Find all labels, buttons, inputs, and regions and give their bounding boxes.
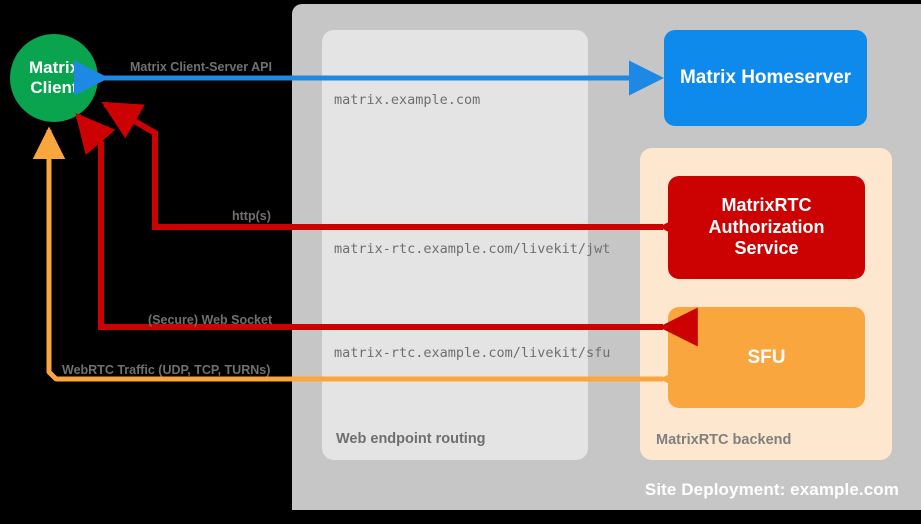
matrixrtc-backend-label: MatrixRTC backend (656, 432, 792, 448)
node-matrixrtc-authorization-service: MatrixRTC Authorization Service (668, 176, 865, 279)
client-line-2: Client (30, 78, 78, 97)
node-matrix-client: Matrix Client (10, 34, 98, 122)
site-deployment-label: Site Deployment: example.com (644, 480, 899, 499)
connector-label-http-s: http(s) (232, 209, 271, 223)
auth-line-1: MatrixRTC (721, 194, 812, 215)
node-matrix-client-label: Matrix Client (29, 58, 79, 99)
node-sfu: SFU (668, 307, 865, 408)
client-line-1: Matrix (28, 57, 80, 77)
connector-label-web-socket: (Secure) Web Socket (148, 313, 273, 327)
endpoint-url-livekit-jwt: matrix-rtc.example.com/livekit/jwt (334, 241, 611, 257)
web-endpoint-routing-panel: matrix.example.com matrix-rtc.example.co… (322, 30, 610, 460)
connector-label-client-server-api: Matrix Client-Server API (130, 60, 272, 74)
auth-line-2: Authorization (708, 216, 825, 237)
web-endpoint-routing-label: Web endpoint routing (336, 431, 486, 447)
endpoint-url-livekit-sfu: matrix-rtc.example.com/livekit/sfu (334, 345, 611, 361)
node-authorization-service-label: MatrixRTC Authorization Service (709, 195, 825, 261)
node-sfu-label: SFU (747, 346, 786, 368)
connector-label-webrtc-traffic: WebRTC Traffic (UDP, TCP, TURNs) (62, 363, 271, 377)
endpoint-url-homeserver: matrix.example.com (334, 92, 481, 108)
node-matrix-homeserver: Matrix Homeserver (664, 30, 867, 126)
node-matrix-homeserver-label: Matrix Homeserver (679, 67, 852, 89)
auth-line-3: Service (734, 238, 799, 259)
